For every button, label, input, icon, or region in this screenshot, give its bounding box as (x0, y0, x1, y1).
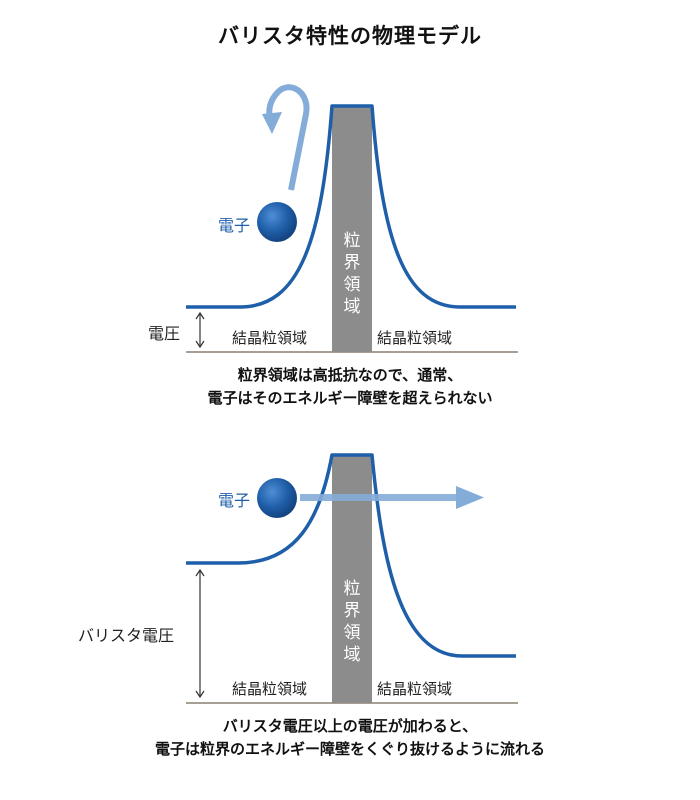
top-panel (186, 84, 518, 353)
bottom-panel (186, 453, 518, 704)
top-energy-barrier-curve (186, 104, 516, 309)
top-grain-boundary-bar (332, 106, 372, 352)
top-voltage-label: 電圧 (148, 324, 181, 343)
bottom-through-arrow-head (456, 486, 484, 509)
bottom-electron (257, 478, 297, 518)
bottom-caption-line1: バリスタ電圧以上の電圧が加わると、 (222, 717, 478, 735)
bottom-caption-line2: 電子は粒界のエネルギー障壁をくぐり抜けるように流れる (154, 740, 545, 758)
top-crystal-left-label: 結晶粒領域 (232, 329, 308, 347)
bottom-grain-boundary-label: 粒界領域 (343, 579, 361, 665)
top-electron-label: 電子 (218, 216, 251, 235)
bottom-crystal-left-label: 結晶粒領域 (232, 680, 308, 698)
bottom-energy-barrier-curve (186, 453, 516, 658)
diagram-title: バリスタ特性の物理モデル (218, 24, 482, 48)
top-bounce-arrow-head (262, 112, 282, 134)
bottom-caption: バリスタ電圧以上の電圧が加わると、 電子は粒界のエネルギー障壁をくぐり抜けるよう… (0, 715, 700, 761)
top-grain-boundary-label: 粒界領域 (343, 231, 361, 317)
top-bounce-arrow (266, 84, 310, 191)
top-caption-line1: 粒界領域は高抵抗なので、通常、 (237, 366, 463, 384)
bottom-electron-label: 電子 (218, 491, 251, 510)
bottom-through-arrow (300, 494, 458, 501)
top-caption-line2: 電子はそのエネルギー障壁を超えられない (207, 389, 493, 407)
bottom-voltage-label: バリスタ電圧 (78, 626, 175, 645)
top-caption: 粒界領域は高抵抗なので、通常、 電子はそのエネルギー障壁を超えられない (0, 364, 700, 410)
top-electron (257, 202, 297, 242)
top-crystal-right-label: 結晶粒領域 (377, 329, 453, 347)
bottom-crystal-right-label: 結晶粒領域 (377, 680, 453, 698)
